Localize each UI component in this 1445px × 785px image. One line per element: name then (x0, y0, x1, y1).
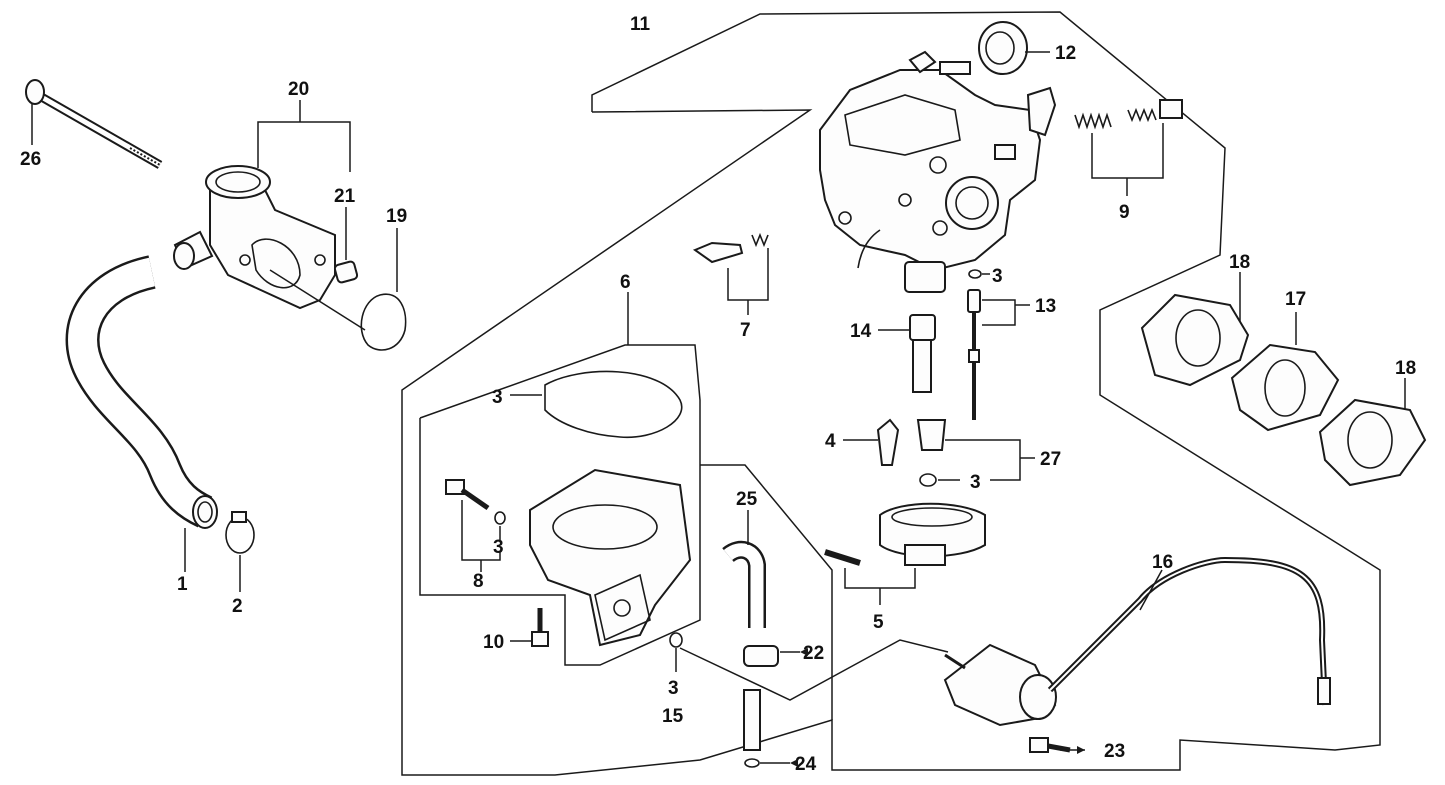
callout-4: 4 (825, 431, 836, 452)
callout-19: 19 (386, 206, 407, 227)
throttle-stop-spring-9 (1074, 112, 1112, 130)
callout-22: 22 (803, 643, 824, 664)
main-nozzle-14 (909, 314, 936, 393)
hose-1 (65, 255, 218, 529)
fuel-cut-solenoid-16 (943, 556, 1331, 727)
callout-25: 25 (736, 489, 758, 510)
seal-12 (978, 21, 1028, 75)
bolt-26 (25, 79, 163, 169)
callout-5: 5 (873, 612, 884, 633)
callout-3-gasket: 3 (492, 387, 503, 408)
hose-clip-2 (225, 511, 255, 554)
boundary-7-to-6 (700, 464, 833, 720)
callout-6: 6 (620, 272, 631, 293)
callout-3-washer-top: 3 (992, 266, 1003, 287)
callout-12: 12 (1055, 43, 1076, 64)
callout-2: 2 (232, 596, 243, 617)
callout-16: 16 (1152, 552, 1173, 573)
float-chamber-boundary (419, 344, 701, 666)
callout-27: 27 (1040, 449, 1061, 470)
assembly-boundary-11 (401, 11, 1381, 776)
washer-3-drain (494, 511, 506, 525)
tube-clip-22 (743, 645, 779, 667)
callout-3-bolt: 3 (668, 678, 679, 699)
throttle-stop-screw-9 (1127, 99, 1183, 123)
needle-jet-holder-13 (967, 289, 981, 420)
callout-7: 7 (740, 320, 751, 341)
callout-21: 21 (334, 186, 356, 207)
callout-9: 9 (1119, 202, 1130, 223)
callout-24: 24 (795, 754, 817, 775)
insulator-17 (1230, 343, 1340, 432)
lead-arrowheads (790, 648, 1085, 767)
water-housing-20 (173, 165, 336, 310)
callout-10: 10 (483, 632, 504, 653)
callout-11: 11 (630, 14, 651, 35)
callout-15: 15 (662, 706, 684, 727)
callout-labels: 1 2 3 3 3 3 3 4 5 6 7 8 9 10 11 12 13 14… (20, 14, 1416, 775)
washer-3-bolt (669, 632, 683, 648)
bolt-10 (531, 608, 549, 647)
callout-8: 8 (473, 571, 484, 592)
collar-21 (333, 260, 359, 284)
float-chamber-6 (529, 468, 692, 647)
pilot-screw-7 (692, 232, 769, 264)
carburetor-body (819, 50, 1057, 293)
drain-tube-25 (722, 540, 766, 628)
callout-14: 14 (850, 321, 872, 342)
gasket-18-upper (1140, 293, 1250, 387)
main-jet-27 (916, 419, 947, 451)
o-ring-19 (360, 293, 407, 351)
callout-13: 13 (1035, 296, 1056, 317)
callout-23: 23 (1104, 741, 1125, 762)
float-5 (824, 502, 986, 566)
washer-3-jet (919, 473, 937, 487)
float-chamber-gasket-3 (544, 370, 683, 439)
float-valve-4 (876, 418, 900, 466)
drain-screw-8 (445, 479, 490, 511)
drain-tube-24 (743, 689, 761, 768)
callout-20: 20 (288, 79, 309, 100)
callout-26: 26 (20, 149, 41, 170)
callout-3-drain: 3 (493, 537, 504, 558)
callout-17: 17 (1285, 289, 1306, 310)
callout-18-lower: 18 (1395, 358, 1416, 379)
callout-1: 1 (177, 574, 188, 595)
washer-3-top (968, 269, 982, 279)
callout-18-upper: 18 (1229, 252, 1250, 273)
gasket-18-lower (1318, 398, 1427, 487)
boundary-15-link (679, 639, 949, 701)
callout-3-jet: 3 (970, 472, 981, 493)
